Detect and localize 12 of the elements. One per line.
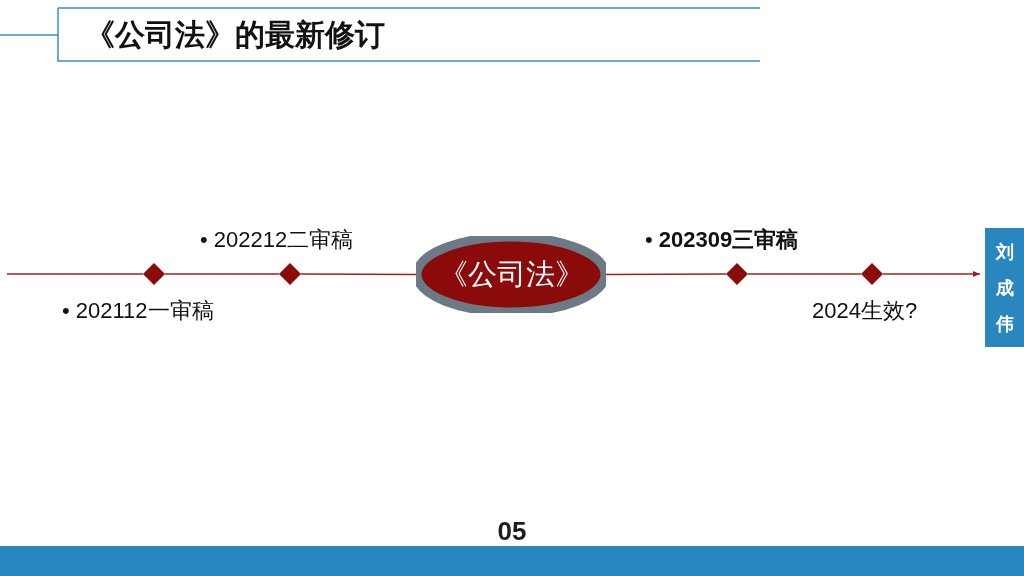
title: 《公司法》的最新修订	[85, 17, 385, 53]
timeline-line	[605, 273, 727, 276]
milestone-label: • 202212二审稿	[200, 227, 354, 253]
milestone-label: 2024生效?	[812, 298, 918, 324]
timeline-arrow	[882, 271, 981, 277]
timeline-line	[164, 273, 280, 275]
page-number: 05	[496, 516, 528, 546]
timeline-line	[747, 273, 862, 275]
milestone-label: • 202309三审稿	[645, 227, 799, 253]
name-tab: 刘成伟	[985, 228, 1024, 347]
milestone-label: • 202112一审稿	[62, 298, 214, 324]
timeline-line	[6, 273, 144, 275]
